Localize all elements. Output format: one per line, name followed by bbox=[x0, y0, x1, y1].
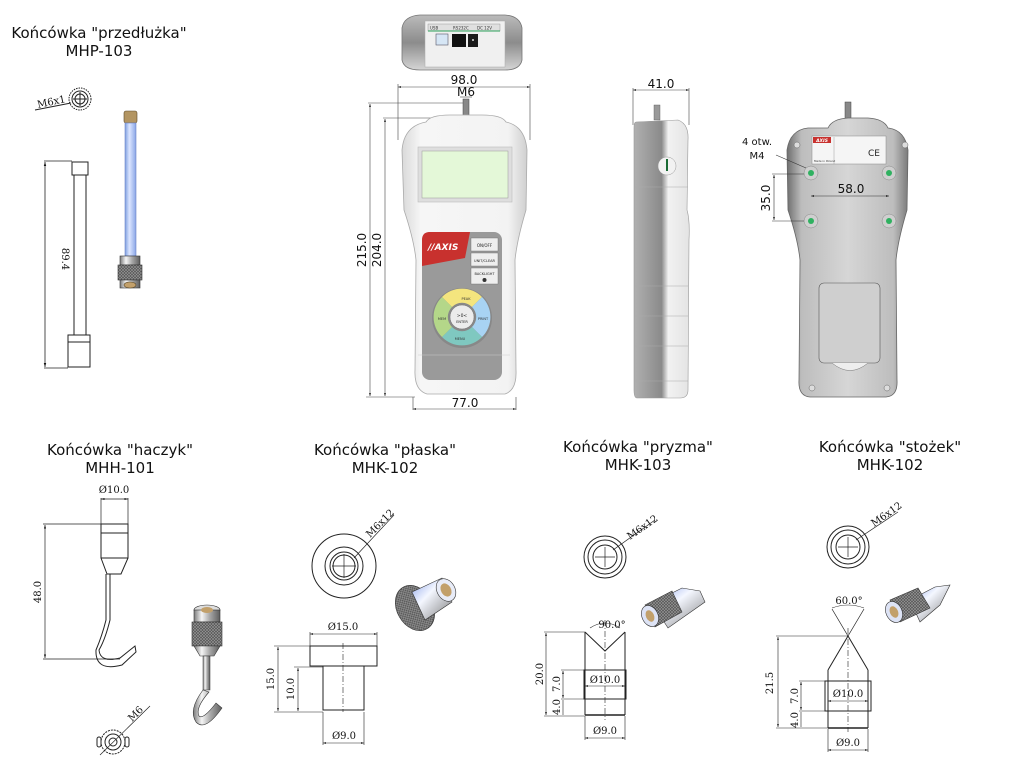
mounting-holes bbox=[803, 165, 897, 229]
thread-label: M6x12 bbox=[625, 513, 660, 542]
usb-label: USB bbox=[430, 26, 438, 31]
diam-bottom-label: Ø9.0 bbox=[836, 738, 860, 749]
plate-brand: AXIS bbox=[815, 138, 828, 144]
title-stozek: Końcówka "stożek" MHK-102 bbox=[800, 438, 980, 474]
backlight-label: BACKLIGHT bbox=[475, 272, 496, 276]
rs232-label: RS232C bbox=[453, 26, 469, 31]
onoff-label: ON/OFF bbox=[477, 243, 493, 248]
height-low-label: 4.0 bbox=[552, 699, 563, 715]
angle-label: 90.0° bbox=[598, 620, 625, 631]
thread-label: M6x12 bbox=[869, 500, 904, 529]
peak-label: PEAK bbox=[461, 297, 471, 301]
extension-render bbox=[117, 110, 143, 289]
holes-label-1: 4 otw. bbox=[742, 137, 772, 148]
title-plaska: Końcówka "płaska" MHK-102 bbox=[295, 441, 475, 477]
length-label: 48.0 bbox=[33, 581, 44, 603]
title-pryzma: Końcówka "pryzma" MHK-103 bbox=[548, 438, 728, 474]
hook-render bbox=[191, 604, 223, 726]
angle-label: 60.0° bbox=[835, 596, 862, 607]
usb-port bbox=[435, 33, 449, 46]
print-label: PRINT bbox=[478, 317, 489, 321]
prism-render bbox=[641, 587, 706, 629]
thread-label: M6x12 bbox=[364, 508, 397, 541]
height-total-label: 215.0 bbox=[355, 233, 369, 267]
hole-spacing-v: 35.0 bbox=[759, 185, 773, 212]
diam-bottom-label: Ø9.0 bbox=[332, 731, 356, 742]
diam-mid-label: Ø10.0 bbox=[590, 675, 620, 686]
backlight-key bbox=[470, 267, 499, 285]
bottom-width-label: 77.0 bbox=[452, 396, 479, 410]
diam-top-label: Ø15.0 bbox=[328, 622, 358, 633]
extension-drawing bbox=[34, 87, 92, 369]
ce-mark: CE bbox=[868, 149, 880, 159]
depth-label: 41.0 bbox=[648, 77, 675, 91]
device-back-view: AXIS CE Made in Poland 58.0 35.0 4 otw. … bbox=[742, 101, 909, 398]
thread-label: M6x1 bbox=[36, 94, 66, 111]
hole-spacing-h: 58.0 bbox=[838, 182, 865, 196]
height-total-label: 20.0 bbox=[535, 663, 546, 685]
height-total-label: 21.5 bbox=[765, 672, 776, 694]
title-haczyk: Końcówka "haczyk" MHH-101 bbox=[30, 441, 210, 477]
rs232-port bbox=[452, 34, 466, 47]
thread-label: M6 bbox=[457, 85, 475, 99]
product-code: MHK-102 bbox=[351, 459, 419, 477]
power-label: DC 12V bbox=[477, 26, 492, 31]
device-top-view: USB RS232C DC 12V bbox=[401, 14, 523, 71]
brand-logo: //AXIS bbox=[427, 243, 458, 253]
prism-drawing bbox=[544, 519, 656, 740]
product-code: MHK-102 bbox=[856, 456, 924, 474]
unit-clear-key bbox=[470, 252, 499, 267]
onoff-key bbox=[470, 237, 499, 252]
height-mid-label: 7.0 bbox=[790, 688, 801, 704]
thread-end-view bbox=[68, 87, 92, 111]
device-side-view: 41.0 bbox=[632, 77, 690, 399]
diameter-label: Ø10.0 bbox=[99, 485, 129, 496]
diam-bottom-label: Ø9.0 bbox=[593, 726, 617, 737]
height-mid-label: 7.0 bbox=[552, 676, 563, 692]
product-name: Końcówka "haczyk" bbox=[46, 441, 194, 459]
width-label: 98.0 bbox=[451, 73, 478, 87]
thread-label: M6 bbox=[126, 705, 146, 725]
hook-drawing bbox=[43, 497, 151, 756]
menu-label: MENU bbox=[455, 337, 466, 341]
height-total-label: 15.0 bbox=[266, 668, 277, 690]
holes-label-2: M4 bbox=[750, 151, 765, 162]
flat-render bbox=[395, 577, 457, 631]
product-code: MHK-103 bbox=[604, 456, 672, 474]
diam-mid-label: Ø10.0 bbox=[833, 689, 863, 700]
unit-clear-label: UNIT/CLEAR bbox=[474, 259, 496, 263]
product-name: Końcówka "przedłużka" bbox=[11, 24, 187, 42]
enter-label: ENTER bbox=[456, 320, 468, 324]
cone-render bbox=[885, 584, 951, 623]
height-low-label: 4.0 bbox=[790, 712, 801, 728]
height-lower-label: 10.0 bbox=[286, 678, 297, 700]
product-name: Końcówka "płaska" bbox=[313, 441, 457, 459]
zero-label: >0< bbox=[457, 313, 468, 319]
length-label: 89.4 bbox=[59, 248, 70, 270]
cone-drawing bbox=[776, 511, 899, 752]
made-in-label: Made in Poland bbox=[814, 159, 836, 163]
mem-label: MEM bbox=[438, 317, 446, 321]
device-front-view: 98.0 M6 215.0 204.0 77.0 //AXIS ON/OFF U… bbox=[355, 73, 531, 410]
lcd-display bbox=[421, 150, 509, 199]
product-code: MHP-103 bbox=[65, 42, 133, 60]
product-code: MHH-101 bbox=[85, 459, 155, 477]
height-body-label: 204.0 bbox=[370, 233, 384, 267]
flat-drawing bbox=[274, 514, 395, 745]
title-przedluzka: Końcówka "przedłużka" MHP-103 bbox=[4, 24, 194, 60]
product-name: Końcówka "pryzma" bbox=[563, 438, 713, 456]
product-name: Końcówka "stożek" bbox=[818, 438, 962, 456]
